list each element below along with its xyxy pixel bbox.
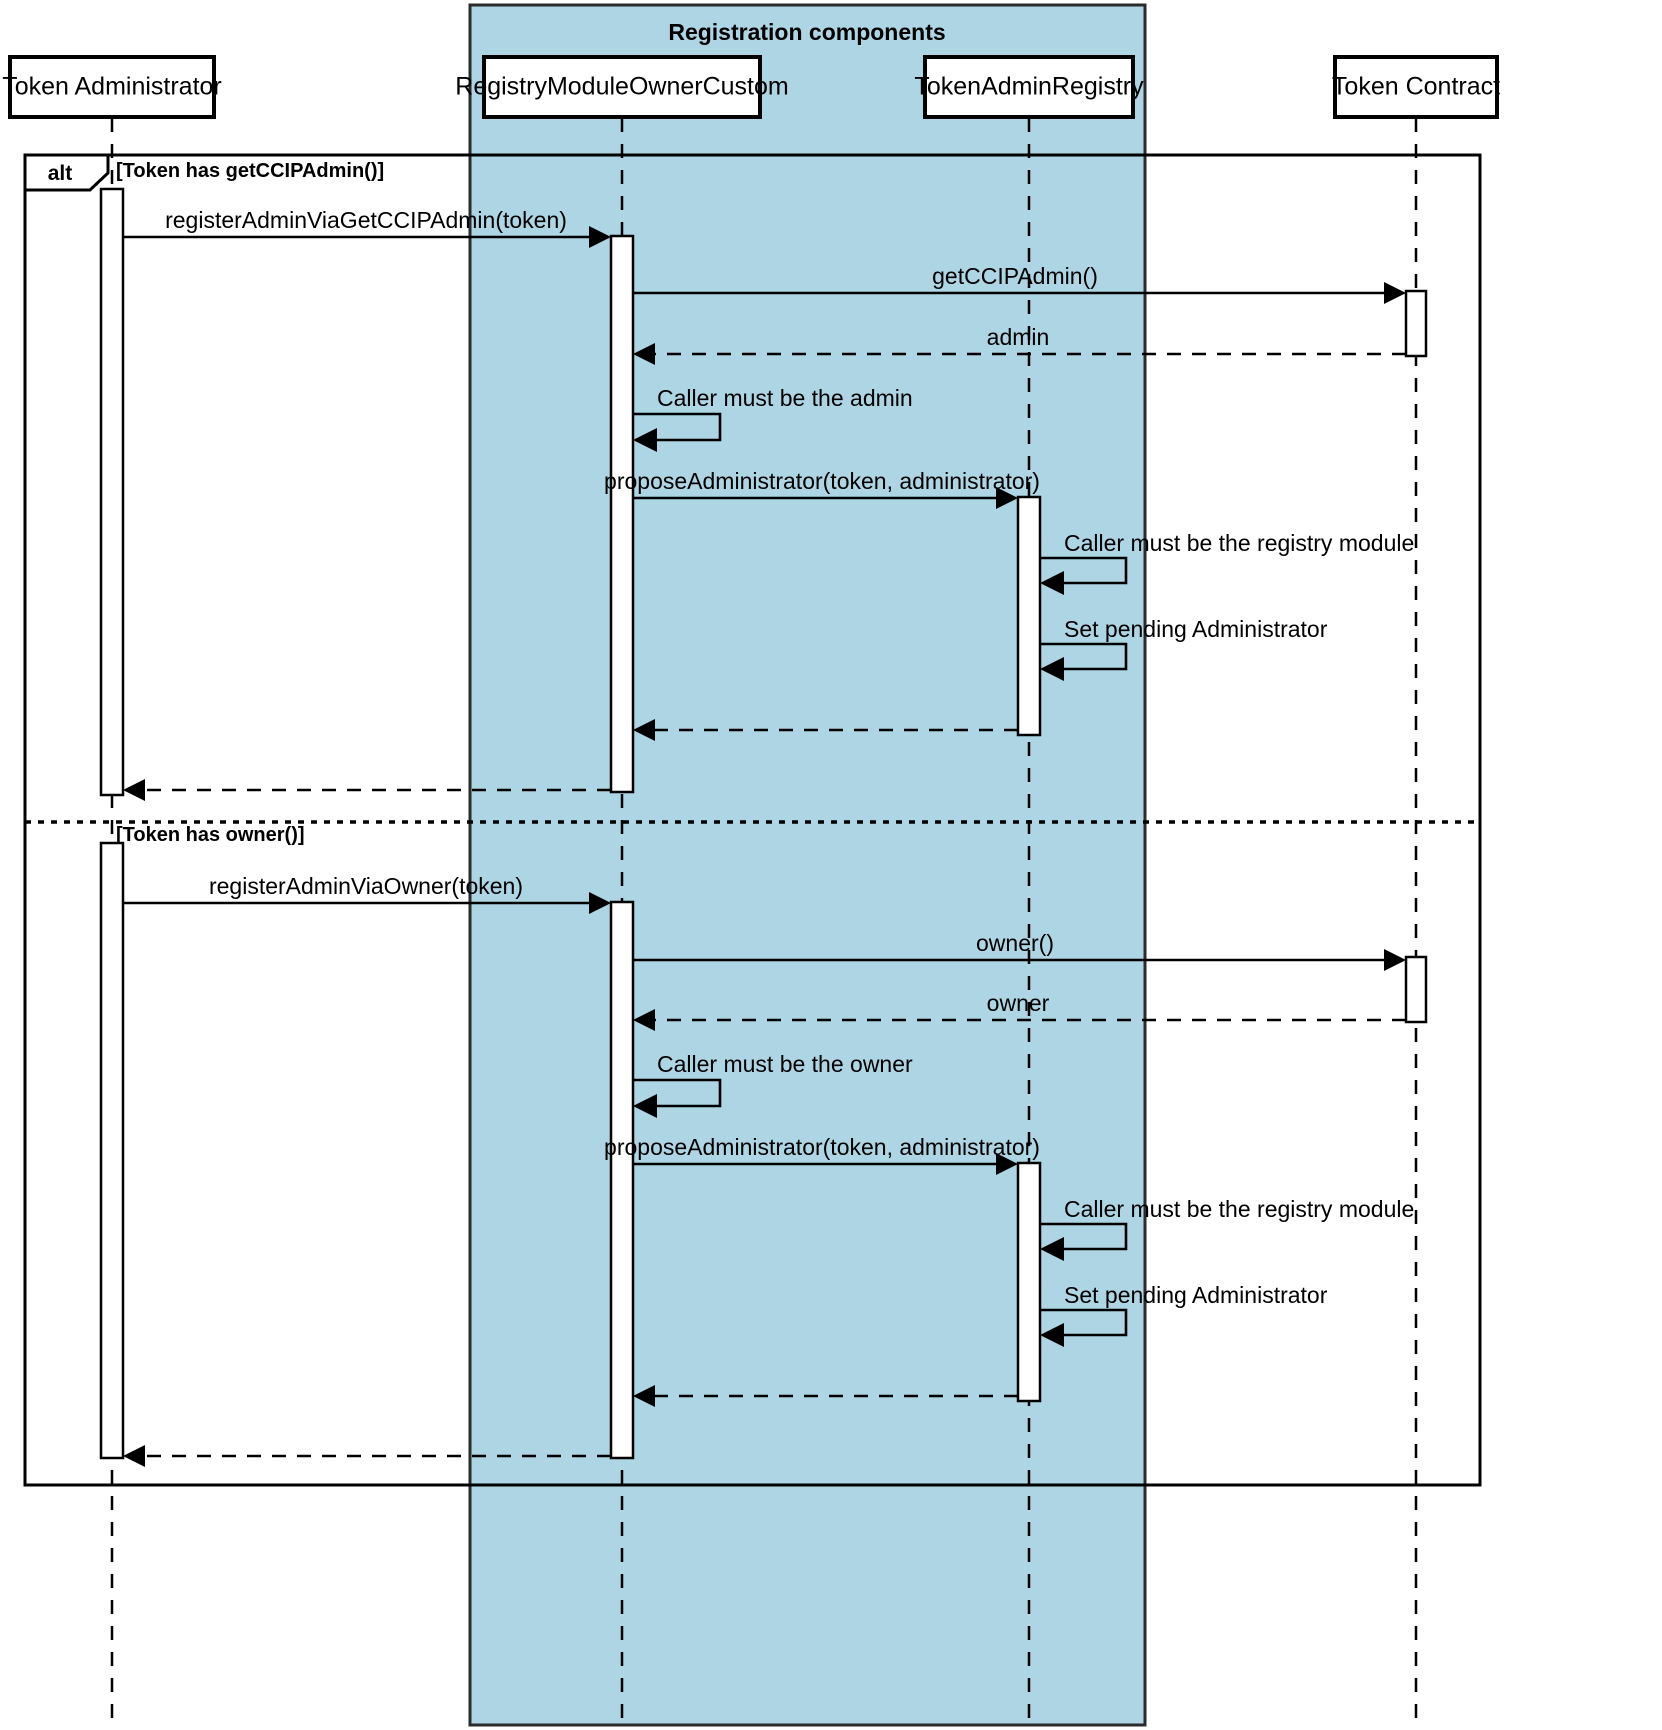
participant-label: Token Administrator [2, 73, 222, 101]
message-label: registerAdminViaOwner(token) [209, 873, 523, 899]
message-label: owner() [976, 930, 1054, 956]
message-label: proposeAdministrator(token, administrato… [604, 468, 1040, 494]
participant-token-administrator[interactable]: Token Administrator [2, 55, 222, 119]
message-getccipadmin: getCCIPAdmin() [633, 263, 1406, 304]
alt-operator-tab [23, 153, 110, 192]
alt-operator-label: alt [48, 162, 73, 185]
activation-token-admin-registry-2 [1016, 1161, 1042, 1403]
message-label: owner [987, 990, 1050, 1016]
self-message-set-pending-administrator-1: Set pending Administrator [1040, 616, 1328, 681]
participant-label: TokenAdminRegistry [914, 73, 1144, 101]
participant-token-admin-registry[interactable]: TokenAdminRegistry [914, 55, 1144, 119]
message-return-to-registry-module-2 [633, 1385, 1018, 1407]
message-admin-return: admin [633, 324, 1406, 365]
message-propose-administrator-2: proposeAdministrator(token, administrato… [604, 1134, 1040, 1175]
activation-token-contract-1 [1404, 289, 1428, 358]
message-register-admin-via-owner: registerAdminViaOwner(token) [123, 873, 611, 914]
message-register-admin-via-getccipadmin: registerAdminViaGetCCIPAdmin(token) [123, 207, 611, 248]
alt-fragment-frame [23, 153, 1482, 1487]
message-owner-call: owner() [633, 930, 1406, 971]
alt-condition-2: [Token has owner()] [116, 824, 305, 846]
self-message-caller-must-be-the-admin: Caller must be the admin [633, 385, 913, 452]
self-message-label: Caller must be the owner [657, 1051, 913, 1077]
activation-registry-module-1 [609, 234, 635, 794]
self-message-label: Set pending Administrator [1064, 616, 1328, 642]
activation-token-administrator-1 [99, 187, 125, 797]
activation-token-contract-2 [1404, 955, 1428, 1024]
participant-label: Token Contract [1332, 73, 1500, 101]
message-owner-return: owner [633, 990, 1406, 1031]
message-return-to-registry-module-1 [633, 719, 1018, 741]
self-message-caller-must-be-registry-module-1: Caller must be the registry module [1040, 530, 1414, 595]
message-label: proposeAdministrator(token, administrato… [604, 1134, 1040, 1160]
message-label: registerAdminViaGetCCIPAdmin(token) [165, 207, 567, 233]
group-box-registration-components [468, 3, 1147, 1727]
participant-token-contract[interactable]: Token Contract [1332, 55, 1500, 119]
message-return-to-admin-1 [123, 779, 611, 801]
self-message-label: Caller must be the registry module [1064, 530, 1414, 556]
self-message-label: Caller must be the admin [657, 385, 913, 411]
participant-label: RegistryModuleOwnerCustom [455, 73, 788, 101]
message-label: getCCIPAdmin() [932, 263, 1098, 289]
alt-condition-1: [Token has getCCIPAdmin()] [116, 160, 384, 182]
activation-registry-module-2 [609, 900, 635, 1460]
self-message-label: Caller must be the registry module [1064, 1196, 1414, 1222]
message-label: admin [987, 324, 1050, 350]
group-title: Registration components [668, 19, 945, 45]
self-message-set-pending-administrator-2: Set pending Administrator [1040, 1282, 1328, 1347]
activation-token-admin-registry-1 [1016, 495, 1042, 737]
activation-token-administrator-2 [99, 841, 125, 1460]
participant-registry-module-owner-custom[interactable]: RegistryModuleOwnerCustom [455, 55, 789, 119]
message-propose-administrator-1: proposeAdministrator(token, administrato… [604, 468, 1040, 509]
self-message-label: Set pending Administrator [1064, 1282, 1328, 1308]
message-return-to-admin-2 [123, 1445, 611, 1467]
self-message-caller-must-be-the-owner: Caller must be the owner [633, 1051, 913, 1118]
self-message-caller-must-be-registry-module-2: Caller must be the registry module [1040, 1196, 1414, 1261]
